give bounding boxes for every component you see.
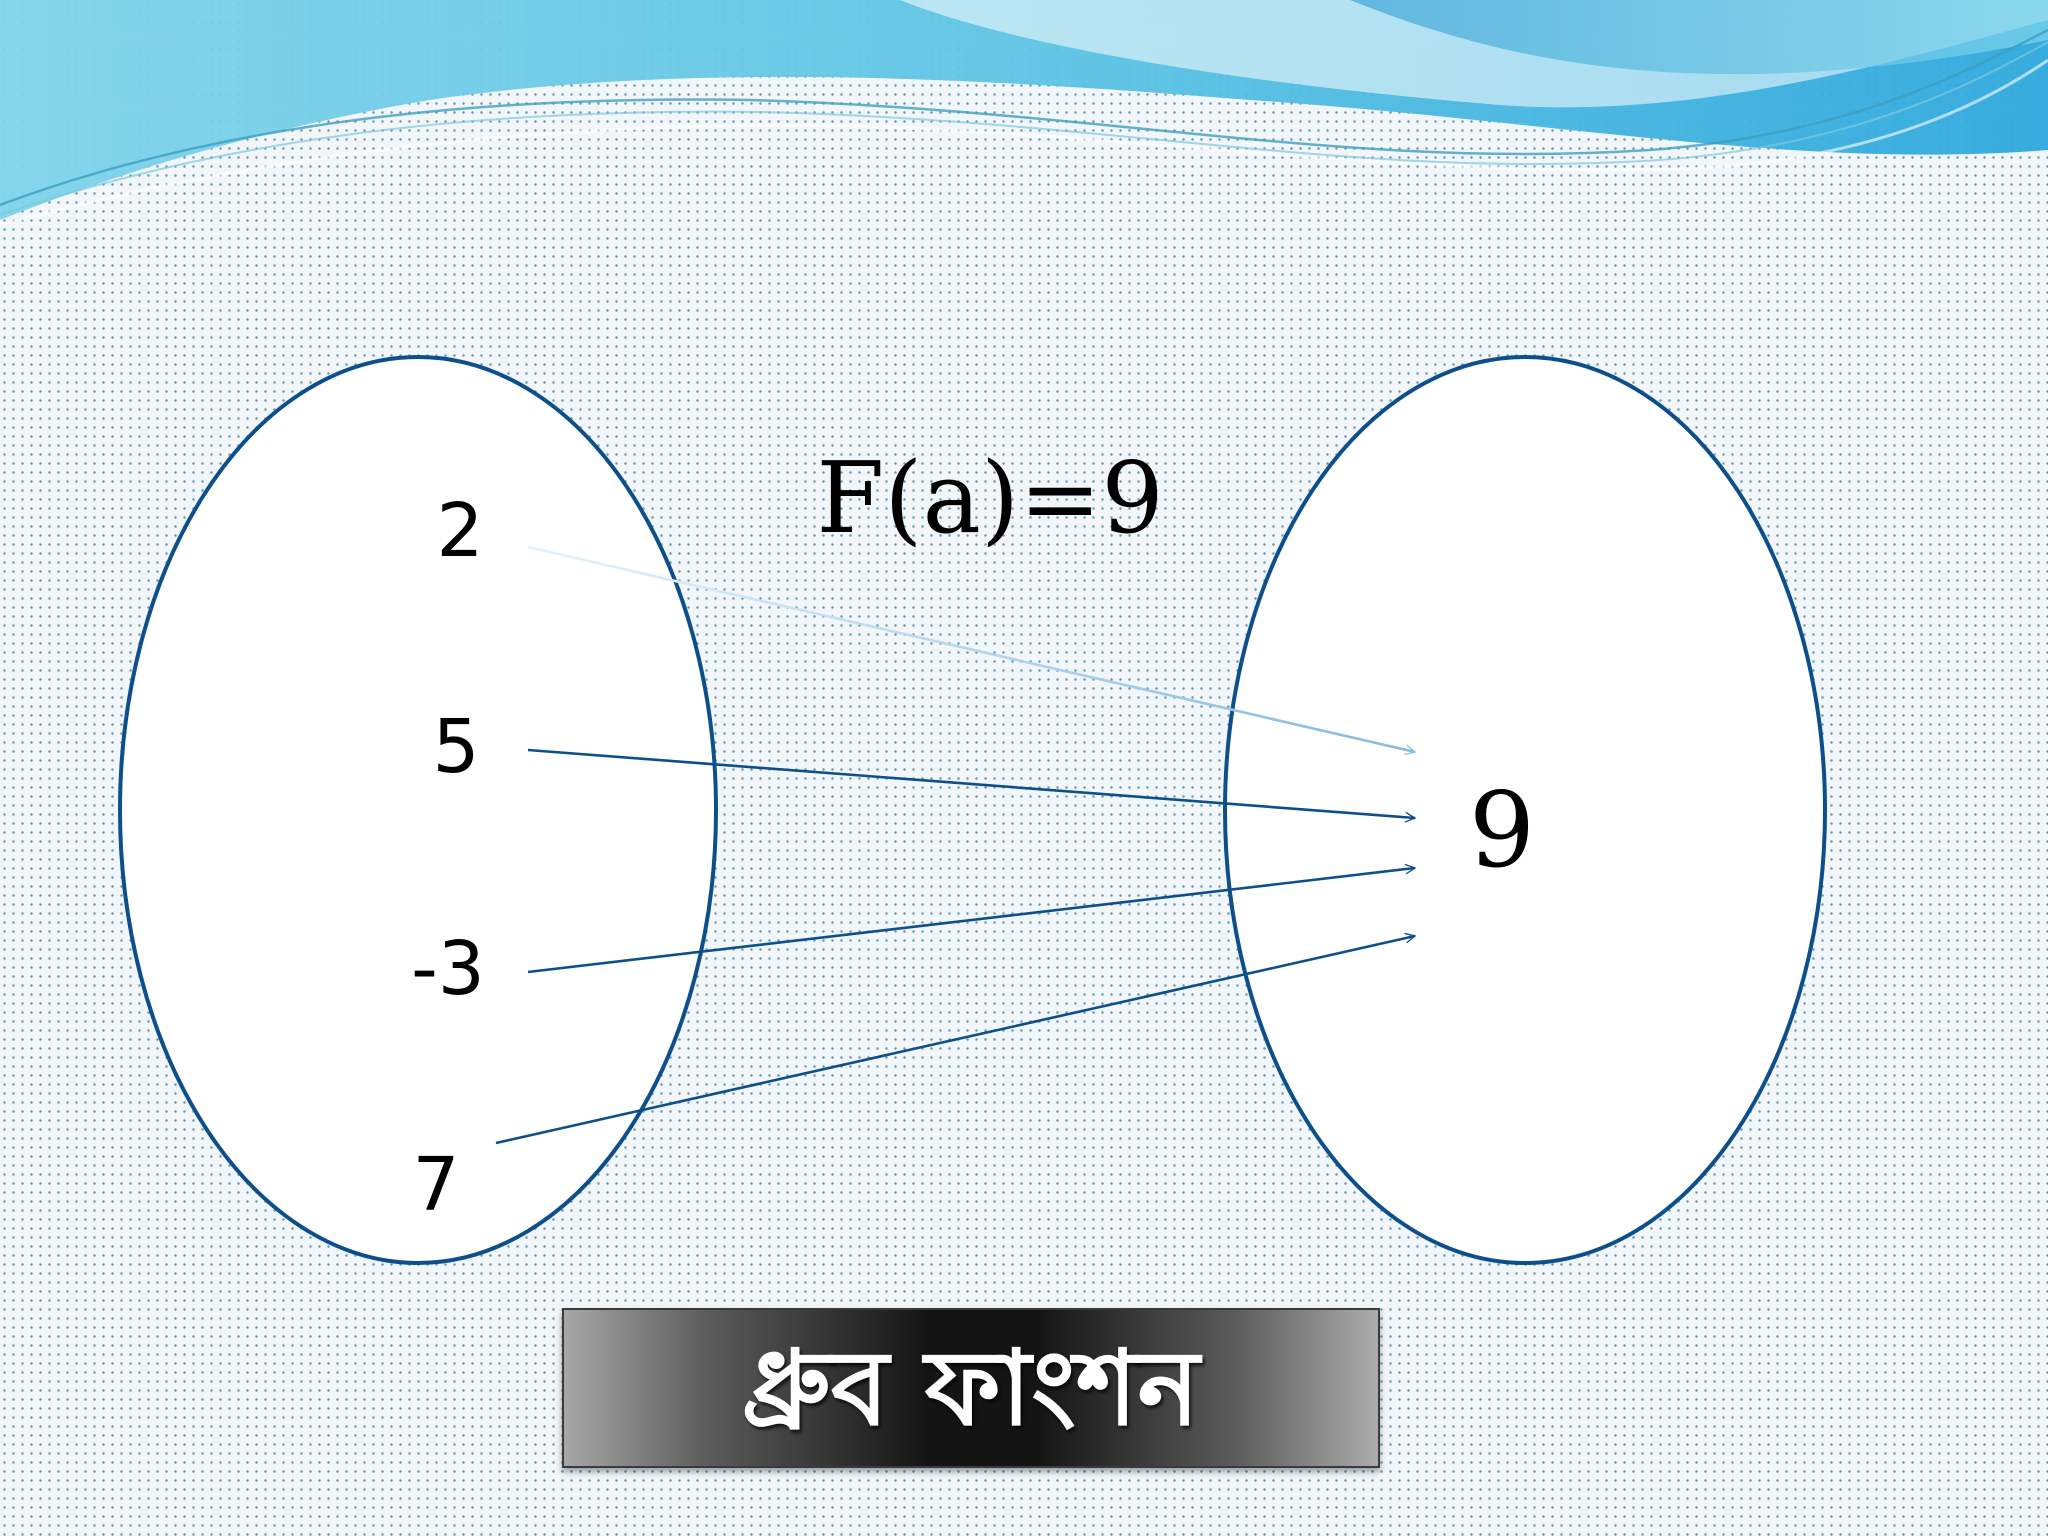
function-label: F(a)=9	[816, 442, 1163, 556]
mapping-arrow-7-to-9	[495, 936, 1415, 1145]
domain-set-ellipse	[118, 355, 718, 1265]
domain-element-7: 7	[412, 1142, 459, 1228]
domain-element-neg3: -3	[411, 926, 485, 1012]
mapping-arrow-neg3-to-9	[527, 868, 1415, 974]
header-wave	[0, 0, 2048, 227]
domain-element-2: 2	[436, 488, 483, 574]
slide-title: ধ্রুব ফাংশন	[742, 1327, 1200, 1449]
domain-element-5: 5	[432, 704, 479, 790]
codomain-set-ellipse	[1223, 355, 1827, 1265]
mapping-arrow-5-to-9	[527, 748, 1415, 818]
title-banner: ধ্রুব ফাংশন	[562, 1308, 1380, 1468]
codomain-element-9: 9	[1469, 769, 1535, 891]
mapping-arrow-2-to-9	[527, 545, 1415, 752]
